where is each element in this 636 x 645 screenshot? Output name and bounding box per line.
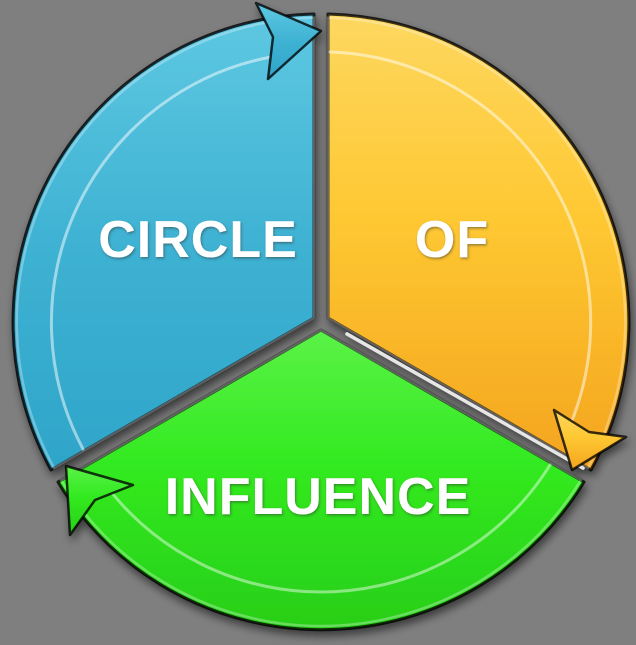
- influence-band-groove: [106, 463, 552, 594]
- segment-circle: [11, 1, 323, 472]
- segment-label-of: OF: [415, 211, 489, 269]
- influence-bevel-highlight: [59, 328, 583, 628]
- of-bevel-highlight: [326, 16, 627, 470]
- of-wedge: [326, 12, 631, 472]
- segment-influence: [56, 328, 586, 632]
- segment-labels: CIRCLE OF INFLUENCE: [98, 211, 489, 526]
- circle-wedge: [11, 12, 316, 472]
- clockwise-arrowhead-top-icon: [254, 1, 323, 81]
- clockwise-arrowhead-left-icon: [64, 464, 135, 537]
- influence-wedge: [56, 328, 586, 632]
- segment-of: [326, 12, 631, 472]
- segment-label-circle: CIRCLE: [98, 211, 298, 269]
- segment-label-influence: INFLUENCE: [165, 468, 472, 526]
- circle-bevel-highlight: [15, 16, 316, 470]
- of-edge-gloss: [345, 332, 585, 470]
- circle-band-groove: [49, 53, 285, 451]
- clockwise-arrowhead-right-icon: [552, 408, 628, 472]
- of-band-groove: [328, 50, 593, 425]
